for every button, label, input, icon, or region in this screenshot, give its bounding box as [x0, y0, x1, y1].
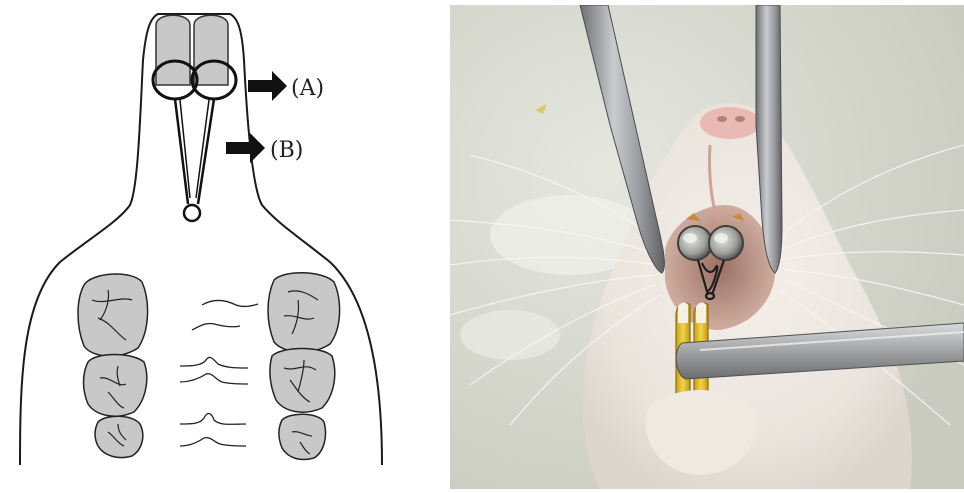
photo-svg [450, 5, 964, 489]
label-a: (A) [291, 76, 324, 101]
photograph [450, 5, 964, 489]
schematic-svg: (A) (B) [0, 0, 440, 489]
label-b: (B) [270, 138, 303, 163]
rat-nose [700, 107, 760, 139]
schematic-diagram: (A) (B) [0, 0, 440, 489]
